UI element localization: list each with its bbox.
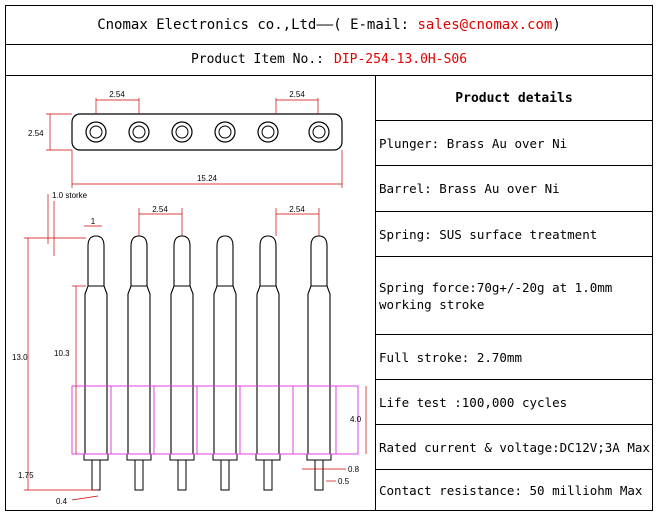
detail-rated-current: Rated current & voltage:DC12V;3A Max xyxy=(376,425,652,470)
strip-hole-outer xyxy=(128,121,150,143)
strip-hole-inner xyxy=(218,125,232,139)
strip-hole-inner xyxy=(312,125,326,139)
insulator-block xyxy=(71,385,359,455)
strip-hole-outer xyxy=(171,121,193,143)
strip-hole-outer xyxy=(257,121,279,143)
strip-hole-outer xyxy=(214,121,236,143)
pogo-pin xyxy=(126,235,152,491)
pogo-pin xyxy=(212,235,238,491)
dim-total-height: 13.0 xyxy=(12,353,28,362)
strip-hole-inner xyxy=(89,125,103,139)
header-close: ) xyxy=(552,17,561,33)
pogo-pin xyxy=(169,235,195,491)
email-link[interactable]: sales@cnomax.com xyxy=(417,17,553,33)
pogo-pin xyxy=(83,235,109,491)
details-title: Product details xyxy=(376,76,652,121)
dim-insulator-height: 4.0 xyxy=(350,415,362,424)
detail-full-stroke: Full stroke: 2.70mm xyxy=(376,335,652,380)
strip-hole-inner xyxy=(261,125,275,139)
detail-spring-force: Spring force:70g+/-20g at 1.0mm working … xyxy=(376,257,652,335)
dim-flange: 0.8 xyxy=(348,465,360,474)
dim-pin: 0.5 xyxy=(338,477,350,486)
product-item-value: DIP-254-13.0H-S06 xyxy=(334,52,468,67)
dim-pitch-top-left: 2.54 xyxy=(109,90,125,99)
detail-life-test: Life test :100,000 cycles xyxy=(376,380,652,425)
dim-pitch-side-left: 2.54 xyxy=(152,205,168,214)
detail-contact-resistance: Contact resistance: 50 milliohm Max xyxy=(379,483,643,498)
dim-tail-diameter: 0.4 xyxy=(56,497,68,506)
side-view: 1.0 storke 1 2.54 2.54 xyxy=(12,191,367,506)
product-item-row: Product Item No.: DIP-254-13.0H-S06 xyxy=(6,44,652,76)
pogo-pin xyxy=(255,235,281,491)
drawing-svg: 2.54 2.54 2.54 15.24 1.0 storke xyxy=(12,90,367,506)
product-details-panel: Product details Plunger: Brass Au over N… xyxy=(376,76,652,510)
strip-hole-inner xyxy=(175,125,189,139)
strip-hole-inner xyxy=(132,125,146,139)
header-row: Cnomax Electronics co.,Ltd——( E-mail: sa… xyxy=(6,6,652,45)
spec-sheet: Cnomax Electronics co.,Ltd——( E-mail: sa… xyxy=(5,5,653,511)
strip-hole-outer xyxy=(308,121,330,143)
detail-spring: Spring: SUS surface treatment xyxy=(376,212,652,257)
dim-tail-length: 1.75 xyxy=(18,471,34,480)
top-view: 2.54 2.54 2.54 15.24 xyxy=(28,90,343,188)
dim-tip: 1 xyxy=(91,217,96,226)
dim-strip-length: 15.24 xyxy=(197,174,218,183)
detail-plunger: Plunger: Brass Au over Ni xyxy=(376,121,652,166)
technical-drawing: 2.54 2.54 2.54 15.24 1.0 storke xyxy=(6,76,376,510)
pogo-pin xyxy=(306,235,332,491)
dim-body-height: 10.3 xyxy=(54,349,70,358)
dim-strip-height: 2.54 xyxy=(28,129,44,138)
email-label: E-mail: xyxy=(341,17,418,33)
detail-barrel: Barrel: Brass Au over Ni xyxy=(376,166,652,212)
dim-stroke: 1.0 storke xyxy=(52,191,88,200)
product-item-label: Product Item No.: xyxy=(190,52,324,67)
dim-pitch-side-right: 2.54 xyxy=(289,205,305,214)
strip-hole-outer xyxy=(85,121,107,143)
company-name: Cnomax Electronics co.,Ltd——( xyxy=(97,17,342,33)
dim-pitch-top-right: 2.54 xyxy=(289,90,305,99)
